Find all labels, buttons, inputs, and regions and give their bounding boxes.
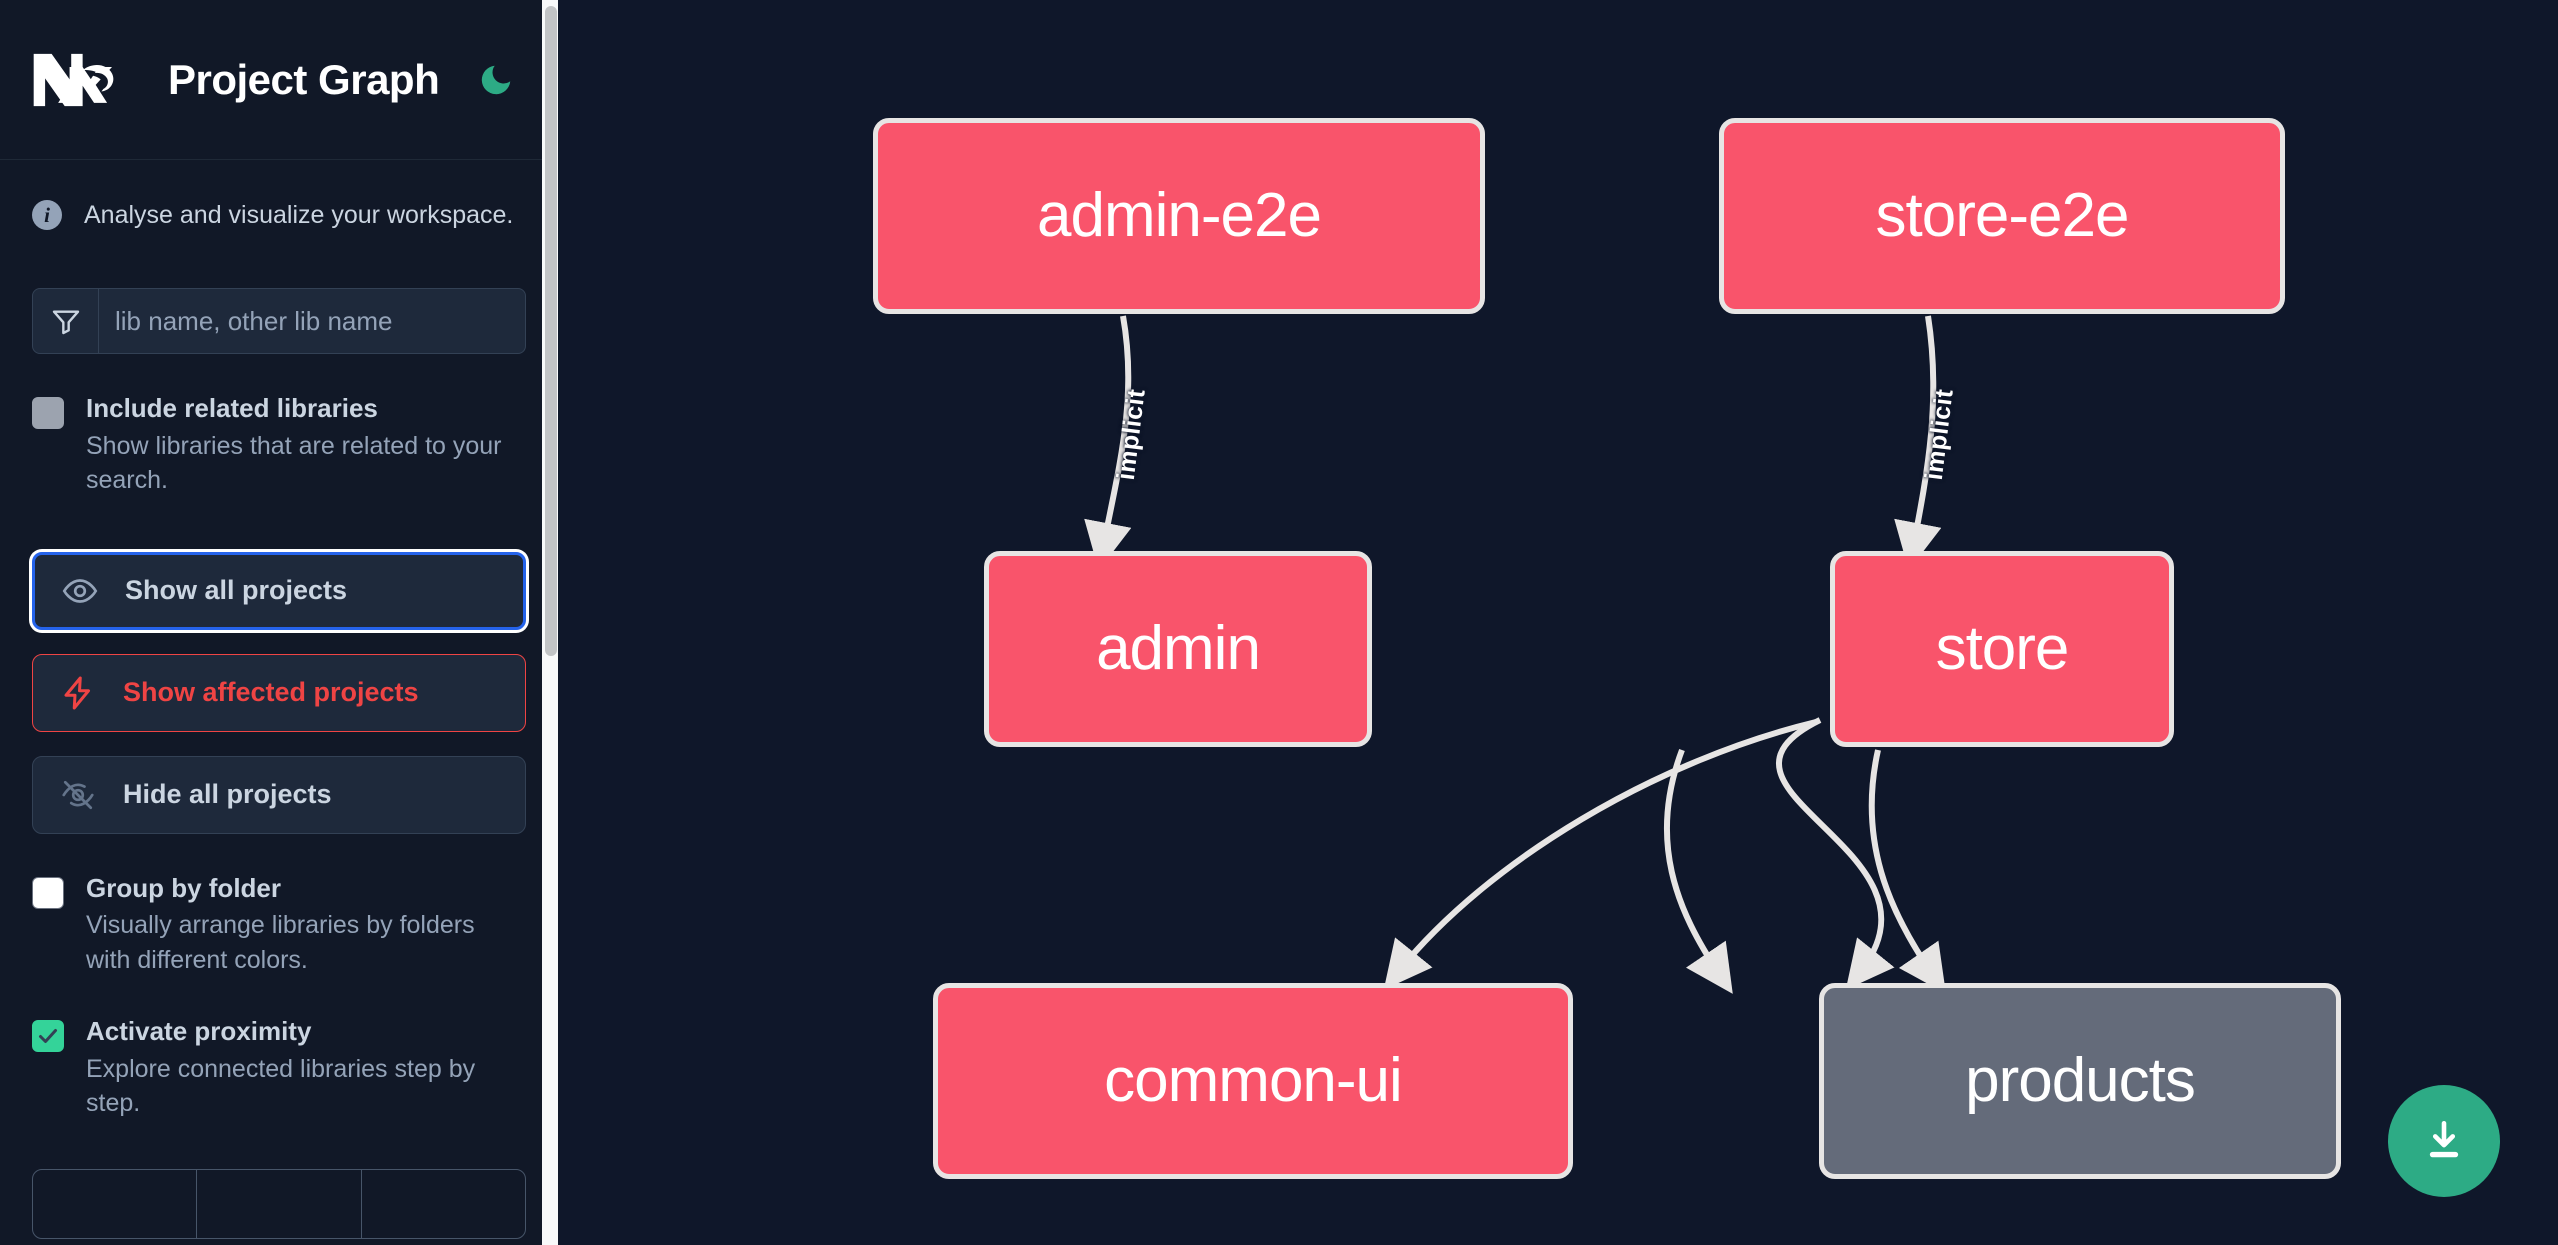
edge-store-products [1868, 749, 1946, 994]
page-title: Project Graph [168, 55, 440, 103]
info-text: Analyse and visualize your workspace. [84, 200, 514, 229]
graph-node-store[interactable]: store [1830, 551, 2174, 747]
proximity-segmented-control[interactable] [32, 1168, 526, 1239]
edge-store-e2e-store [1894, 315, 1942, 571]
show-all-projects-label: Show all projects [125, 575, 348, 605]
group-by-folder-label: Group by folder [86, 872, 281, 903]
graph-node-common-ui[interactable]: common-ui [933, 983, 1573, 1179]
edge-store-common-ui [1776, 717, 1895, 990]
include-related-libraries-row[interactable]: Include related libraries Show libraries… [32, 392, 526, 498]
graph-node-admin[interactable]: admin [984, 551, 1372, 747]
show-affected-projects-button[interactable]: Show affected projects [32, 653, 526, 732]
activate-proximity-label: Activate proximity [86, 1016, 312, 1046]
graph-node-label: common-ui [1104, 1046, 1403, 1115]
edge-admin-common-ui [1663, 748, 1733, 994]
show-all-projects-button[interactable]: Show all projects [32, 551, 526, 630]
graph-edges [1084, 315, 1946, 994]
info-icon: i [32, 200, 62, 230]
sidebar-scrollbar-thumb[interactable] [545, 6, 557, 656]
sidebar-header: Project Graph [0, 0, 558, 160]
info-row: i Analyse and visualize your workspace. [32, 160, 526, 230]
activate-proximity-row[interactable]: Activate proximity Explore connected lib… [32, 1015, 526, 1121]
activate-proximity-checkbox[interactable] [32, 1020, 64, 1052]
group-by-folder-description: Visually arrange libraries by folders wi… [86, 911, 475, 974]
download-icon [2429, 1121, 2459, 1158]
hide-all-projects-button[interactable]: Hide all projects [32, 755, 526, 834]
lightning-bolt-icon [59, 674, 97, 712]
segment-3[interactable] [362, 1170, 525, 1238]
eye-icon [61, 572, 99, 610]
graph-node-label: admin [1096, 614, 1261, 683]
sidebar-scrollbar[interactable] [542, 0, 558, 1245]
graph-canvas[interactable]: admin-e2e store-e2e admin store common-u… [558, 0, 2558, 1245]
activate-proximity-description: Explore connected libraries step by step… [86, 1054, 476, 1118]
graph-node-label: admin-e2e [1037, 181, 1322, 250]
group-by-folder-checkbox[interactable] [32, 876, 64, 909]
action-buttons: Show all projects Show affected projects [32, 551, 526, 834]
download-image-button[interactable] [2388, 1085, 2500, 1197]
edge-admin-e2e-admin [1084, 315, 1132, 571]
moon-icon[interactable] [473, 57, 519, 103]
filter-icon [33, 289, 99, 353]
nx-logo-icon [32, 49, 130, 111]
search-field[interactable] [32, 288, 526, 354]
search-input[interactable] [99, 289, 525, 353]
segment-1[interactable] [33, 1169, 198, 1238]
graph-edge-store-common-ui-curve [1383, 719, 1817, 990]
sidebar: Project Graph i Analyse and visualize yo… [0, 0, 558, 1245]
hide-all-projects-label: Hide all projects [123, 779, 332, 809]
graph-node-label: store-e2e [1875, 181, 2130, 250]
graph-node-label: products [1965, 1046, 2196, 1115]
graph-node-admin-e2e[interactable]: admin-e2e [873, 118, 1485, 314]
show-affected-projects-label: Show affected projects [123, 677, 419, 707]
include-related-libraries-label: Include related libraries [86, 393, 378, 423]
check-icon [39, 1029, 57, 1043]
eye-off-icon [59, 776, 97, 814]
sidebar-body: i Analyse and visualize your workspace. … [0, 160, 558, 1239]
graph-node-products[interactable]: products [1819, 983, 2341, 1179]
segment-2[interactable] [197, 1169, 362, 1238]
graph-node-label: store [1935, 614, 2070, 683]
include-related-libraries-description: Show libraries that are related to your … [86, 431, 502, 495]
graph-node-store-e2e[interactable]: store-e2e [1719, 118, 2285, 314]
group-by-folder-row[interactable]: Group by folder Visually arrange librari… [32, 872, 526, 978]
include-related-libraries-checkbox[interactable] [32, 397, 64, 429]
